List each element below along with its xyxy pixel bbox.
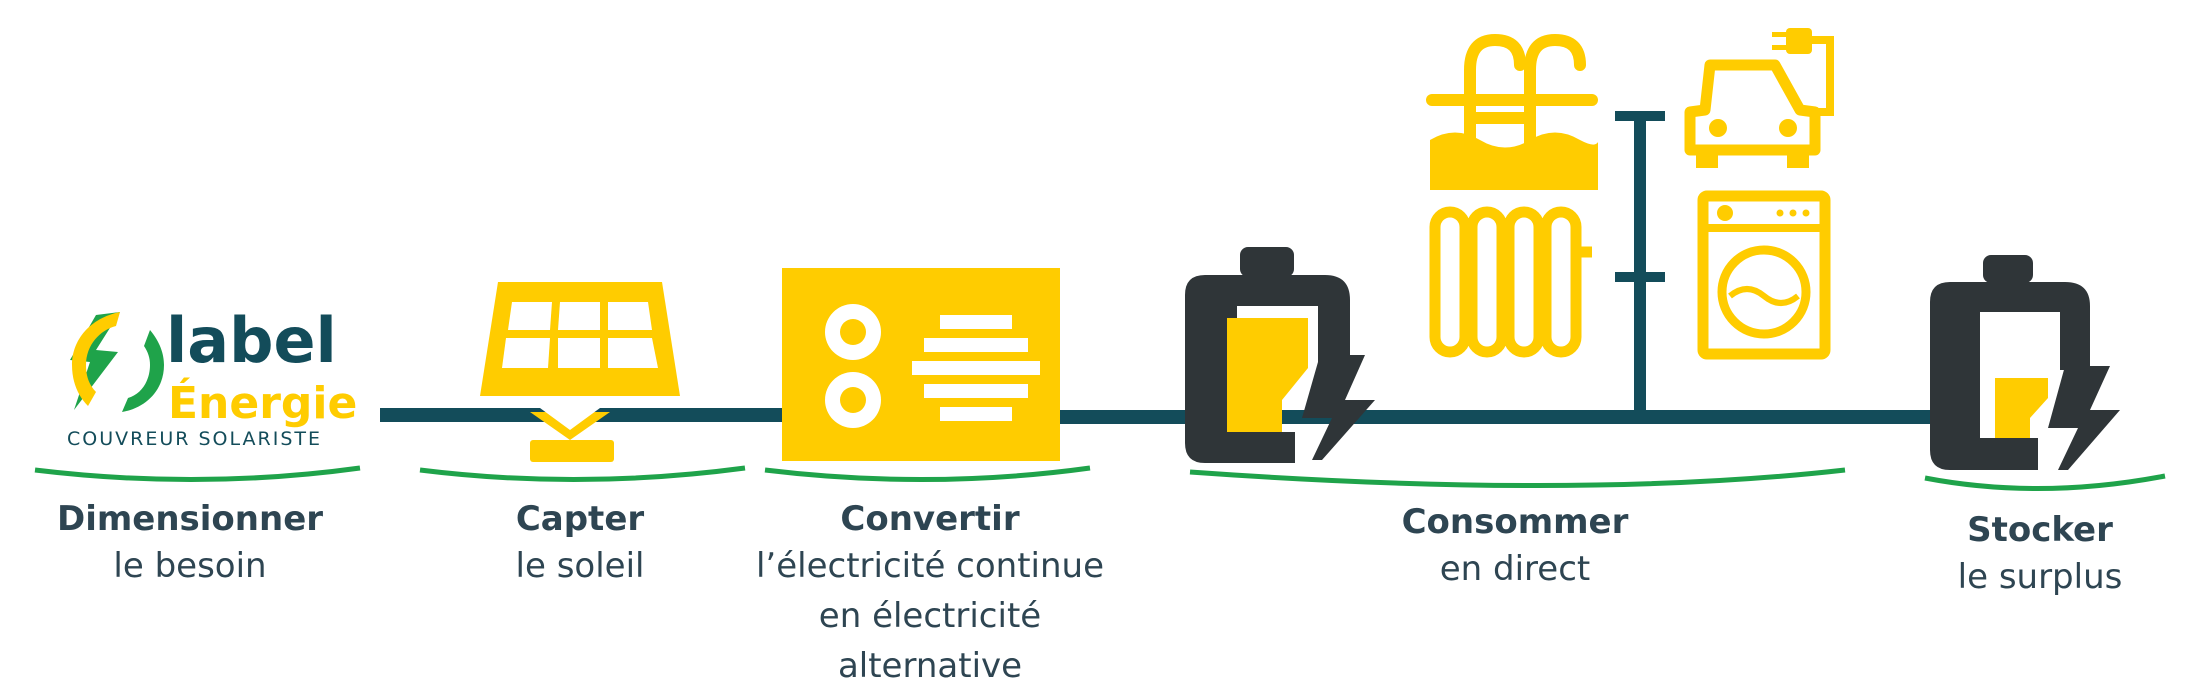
step-subtitle: le besoin bbox=[113, 546, 267, 586]
step-dimensionner: Dimensionner le besoin bbox=[30, 497, 350, 591]
pool-water bbox=[1430, 132, 1598, 190]
arc-convertir bbox=[764, 465, 1091, 483]
logo-tagline: COUVREUR SOLARISTE bbox=[67, 428, 322, 450]
battery-charging-icon-storage bbox=[1930, 255, 2120, 470]
step-capter: Capter le soleil bbox=[420, 497, 740, 591]
logo-icon bbox=[70, 312, 164, 412]
step-consommer: Consommer en direct bbox=[1355, 500, 1675, 594]
step-title: Convertir bbox=[840, 499, 1020, 539]
electric-car-icon bbox=[1684, 28, 1834, 168]
step-title: Dimensionner bbox=[56, 499, 324, 539]
step-subtitle: le soleil bbox=[515, 546, 645, 586]
step-convertir: Convertir l’électricité continue en élec… bbox=[720, 497, 1140, 691]
step-subtitle-line: l’électricité continue bbox=[755, 546, 1105, 586]
solar-panel-icon bbox=[480, 282, 680, 462]
step-title: Consommer bbox=[1401, 502, 1629, 542]
arc-consommer bbox=[1189, 467, 1846, 488]
washing-machine-icon bbox=[1697, 190, 1831, 360]
arc-capter bbox=[419, 465, 746, 483]
arc-stocker bbox=[1924, 473, 2166, 491]
step-subtitle: en direct bbox=[1439, 549, 1591, 589]
inverter-icon bbox=[782, 268, 1060, 461]
step-title: Capter bbox=[515, 499, 645, 539]
battery-charging-icon-direct bbox=[1185, 247, 1375, 463]
logo-word-label: label bbox=[166, 304, 337, 377]
step-subtitle-line: en électricité bbox=[818, 596, 1042, 636]
step-title: Stocker bbox=[1967, 510, 2113, 550]
radiator-icon bbox=[1429, 206, 1592, 358]
arc-dimensionner bbox=[34, 465, 361, 483]
logo-word-energie: Énergie bbox=[168, 376, 357, 429]
step-arcs bbox=[34, 465, 2166, 491]
step-stocker: Stocker le surplus bbox=[1880, 508, 2190, 602]
step-subtitle-line: alternative bbox=[837, 646, 1023, 686]
step-subtitle: le surplus bbox=[1957, 557, 2123, 597]
